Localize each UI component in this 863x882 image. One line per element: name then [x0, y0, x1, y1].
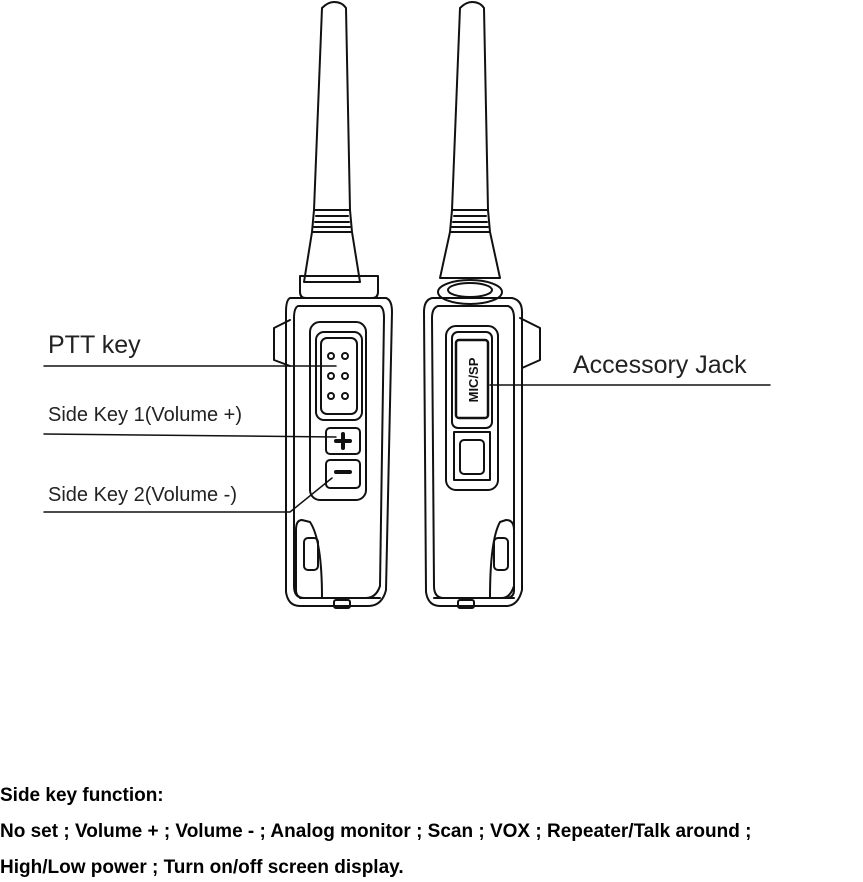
side-key-1-label: Side Key 1(Volume +): [48, 404, 242, 426]
right-belt-clip: [519, 317, 541, 369]
right-radio: [423, 1, 541, 609]
volume-minus-key: [325, 459, 361, 489]
left-radio: [273, 1, 393, 609]
ptt-key: [315, 331, 363, 421]
left-body: [285, 297, 393, 607]
side-key-2-callout-line: [43, 477, 333, 513]
radio-diagram: MIC/SP PTT key Side Key 1(Volume +) Side…: [43, 1, 771, 609]
right-body: [423, 297, 523, 607]
left-antenna: [313, 1, 351, 211]
caption-heading: Side key function:: [0, 785, 164, 806]
volume-plus-key: [325, 427, 361, 455]
right-antenna: [451, 1, 489, 211]
side-key-1-callout-line: [43, 433, 337, 438]
ptt-key-label: PTT key: [48, 331, 141, 359]
caption-line-2: High/Low power ; Turn on/off screen disp…: [0, 857, 404, 878]
accessory-jack-cover: [445, 325, 499, 491]
caption-line-1: No set ; Volume + ; Volume - ; Analog mo…: [0, 821, 752, 842]
accessory-jack-label: Accessory Jack: [573, 351, 747, 379]
mic-sp-label: MIC/SP: [466, 357, 481, 402]
left-belt-clip: [273, 319, 291, 367]
side-key-2-label: Side Key 2(Volume -): [48, 484, 237, 506]
